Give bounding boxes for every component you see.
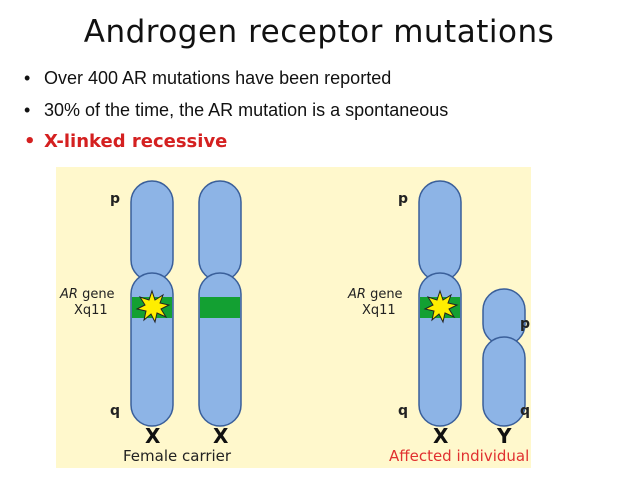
- left-caption: Female carrier: [123, 447, 232, 465]
- right-y-arm-p-label: p: [520, 316, 530, 332]
- left-gene-label: AR gene: [59, 287, 115, 302]
- chromosome-diagram: p q AR gene Xq11 X X Female carrier p q …: [56, 167, 531, 468]
- bullet-item-emphasis: X-linked recessive: [24, 126, 448, 158]
- right-y-chromosome: [482, 288, 526, 427]
- right-locus-label: Xq11: [362, 303, 396, 318]
- left-arm-q-label: q: [110, 403, 120, 419]
- left-locus-label: Xq11: [74, 303, 108, 318]
- right-gene-label: AR gene: [347, 287, 403, 302]
- right-y-arm-q-label: q: [520, 403, 530, 419]
- right-x-letter: X: [433, 424, 449, 448]
- right-caption: Affected individual: [389, 447, 529, 465]
- left-x2-letter: X: [213, 424, 229, 448]
- slide-title: Androgen receptor mutations: [83, 14, 555, 50]
- left-x2-chromosome: [198, 180, 242, 427]
- right-y-letter: Y: [496, 424, 512, 448]
- left-x1-letter: X: [145, 424, 161, 448]
- bullet-list: Over 400 AR mutations have been reported…: [24, 62, 448, 158]
- bullet-item: 30% of the time, the AR mutation is a sp…: [24, 94, 448, 126]
- chromosome-diagram-svg: p q AR gene Xq11 X X Female carrier p q …: [59, 180, 530, 465]
- right-arm-q-label: q: [398, 403, 408, 419]
- right-arm-p-label: p: [398, 191, 408, 207]
- mutation-star-icon: [135, 289, 171, 324]
- bullet-item: Over 400 AR mutations have been reported: [24, 62, 448, 94]
- mutation-star-icon: [423, 289, 459, 324]
- left-arm-p-label: p: [110, 191, 120, 207]
